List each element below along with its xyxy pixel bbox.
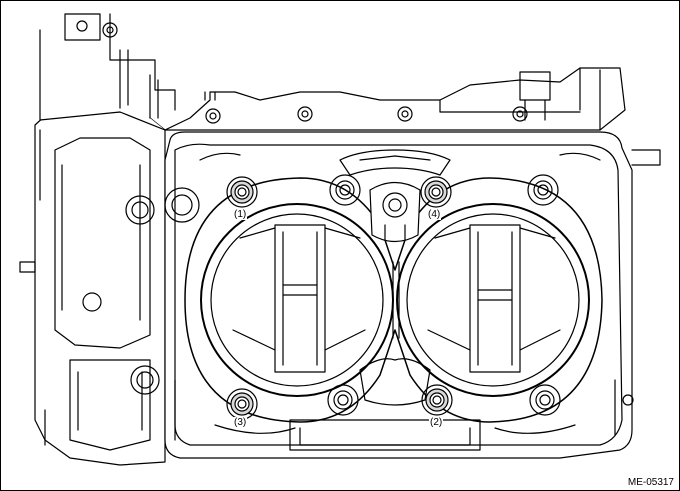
water-jacket	[199, 149, 601, 434]
bolt-lower-right	[529, 384, 561, 416]
bolt-4	[420, 176, 452, 208]
bolt-1	[226, 176, 258, 208]
callout-bolt-3: (3)	[233, 417, 248, 428]
side-bolts	[125, 187, 200, 395]
bolt-upper-right	[527, 174, 559, 206]
callout-bolt-2: (2)	[429, 417, 444, 428]
cylinder-bores	[184, 177, 603, 423]
callout-bolt-1: (1)	[233, 209, 248, 220]
bolt-upper-mid-left	[329, 174, 361, 206]
upper-head	[39, 13, 626, 131]
bolt-2	[421, 384, 453, 416]
figure-code: ME-05317	[627, 477, 674, 488]
side-housing	[19, 111, 166, 466]
deck-bolts	[226, 174, 561, 420]
bolt-3	[226, 388, 258, 420]
bolt-lower-mid-left	[327, 384, 359, 416]
callout-bolt-4: (4)	[427, 209, 442, 220]
